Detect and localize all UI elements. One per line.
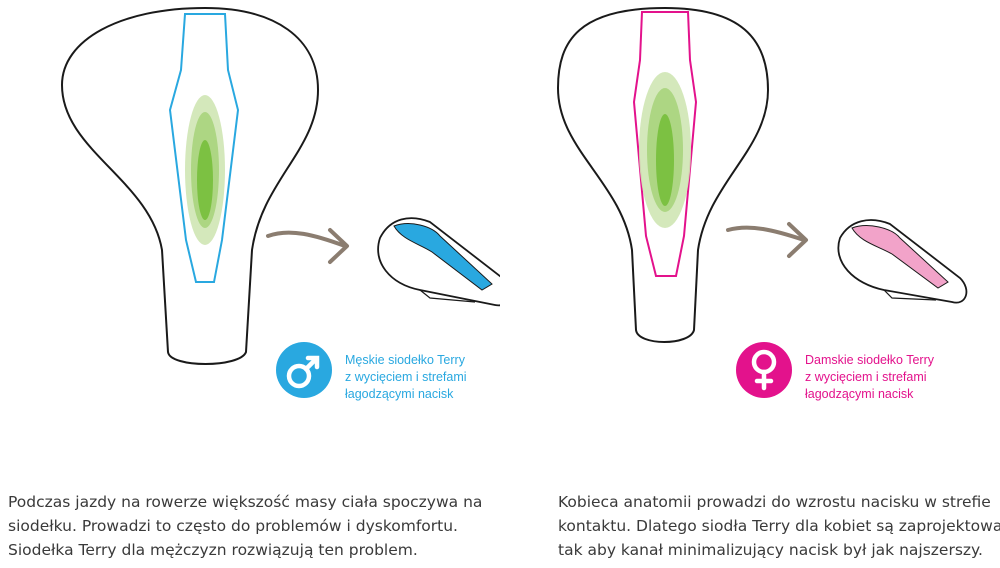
arrow-icon	[266, 230, 347, 248]
pressure-zone-inner	[197, 140, 213, 220]
female-badge-line-2: z wycięciem i strefami	[805, 370, 927, 384]
female-saddle-panel: Damskie siodełko Terry z wycięciem i str…	[500, 0, 1000, 460]
female-badge-line-3: łagodzącymi nacisk	[805, 387, 914, 401]
female-badge-caption: Damskie siodełko Terry z wycięciem i str…	[805, 352, 934, 403]
male-badge-line-3: łagodzącymi nacisk	[345, 387, 454, 401]
arrow-icon	[726, 225, 806, 242]
female-symbol-icon	[751, 349, 777, 391]
male-description-line-1: Podczas jazdy na rowerze większość masy …	[8, 493, 483, 511]
cutout-channel	[632, 11, 698, 277]
saddle-3d-icon	[837, 219, 968, 304]
male-description-line-2: siodełku. Prowadzi to często do problemó…	[8, 517, 458, 535]
cutout-channel	[168, 13, 240, 283]
male-description-line-3: Siodełka Terry dla mężczyzn rozwiązują t…	[8, 541, 418, 559]
male-saddle-panel: Męskie siodełko Terry z wycięciem i stre…	[0, 0, 500, 460]
female-description: Kobieca anatomii prowadzi do wzrostu nac…	[558, 490, 1000, 562]
male-symbol-icon	[286, 355, 320, 389]
female-description-line-3: tak aby kanał minimalizujący nacisk był …	[558, 541, 983, 559]
male-badge-caption: Męskie siodełko Terry z wycięciem i stre…	[345, 352, 467, 403]
female-description-line-1: Kobieca anatomii prowadzi do wzrostu nac…	[558, 493, 991, 511]
female-badge-line-1: Damskie siodełko Terry	[805, 353, 934, 367]
male-description: Podczas jazdy na rowerze większość masy …	[8, 490, 482, 562]
male-saddle-illustration	[60, 6, 500, 398]
saddle-3d-icon	[377, 217, 500, 307]
female-saddle-illustration	[556, 6, 968, 398]
male-badge-line-2: z wycięciem i strefami	[345, 370, 467, 384]
male-badge-line-1: Męskie siodełko Terry	[345, 353, 465, 367]
pressure-zone-inner	[656, 114, 674, 206]
female-description-line-2: kontaktu. Dlatego siodła Terry dla kobie…	[558, 517, 1000, 535]
